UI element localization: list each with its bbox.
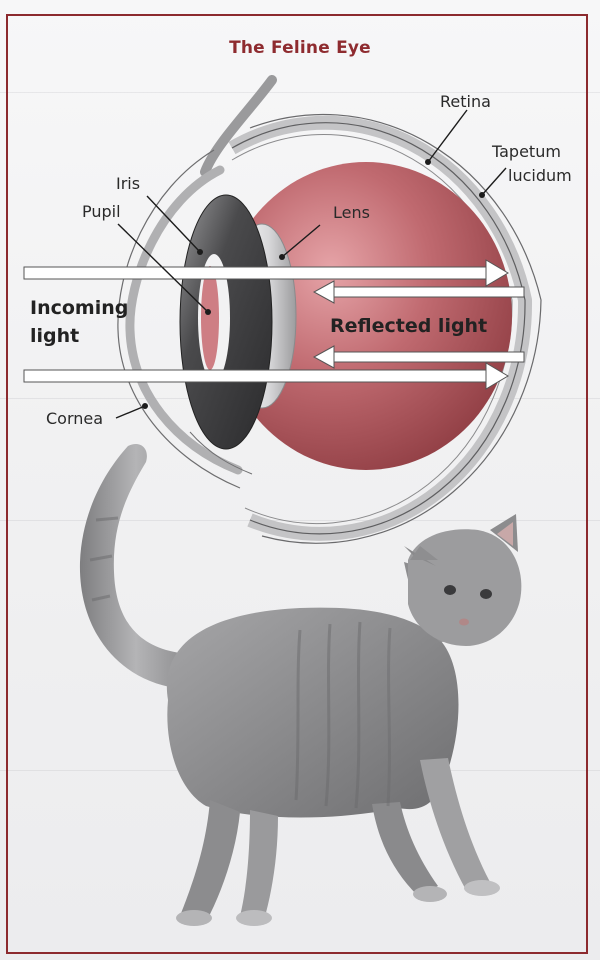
label-pupil: Pupil <box>82 202 121 221</box>
label-reflected-light: Reflected light <box>330 314 487 339</box>
label-retina: Retina <box>440 92 491 111</box>
label-lens: Lens <box>333 203 370 222</box>
label-incoming-line2: light <box>30 324 79 349</box>
label-iris: Iris <box>116 174 140 193</box>
label-incoming-line1: Incoming <box>30 296 128 321</box>
figure-title: The Feline Eye <box>0 38 600 58</box>
label-tapetum-line1: Tapetum <box>492 142 561 161</box>
cat-illustration <box>80 444 521 926</box>
label-tapetum-line2: lucidum <box>508 166 572 185</box>
iris-disk <box>180 195 272 449</box>
label-cornea: Cornea <box>46 409 103 428</box>
